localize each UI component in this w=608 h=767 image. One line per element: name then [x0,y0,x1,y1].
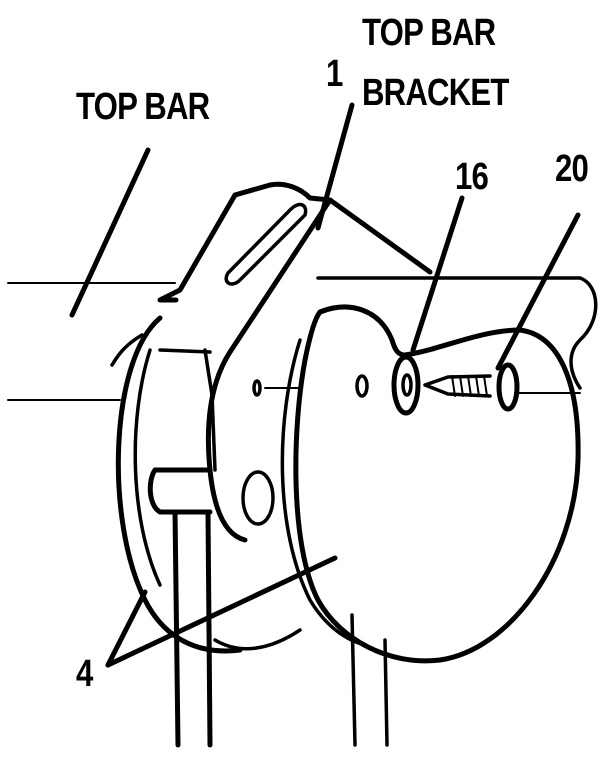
leader-lines [69,102,581,668]
leader-4b [105,555,338,668]
leader-20 [495,212,581,371]
label-callout-1: 1 [326,53,343,95]
screw-20 [423,362,520,412]
axle-pin [147,467,213,515]
leader-top-bar [69,147,151,318]
front-disc [280,304,581,664]
label-top-bar-bracket-line1: TOP BAR [362,12,496,54]
label-top-bar-bracket-line2: BRACKET [362,72,509,114]
leader-4a [105,589,148,668]
top-bar-bracket [157,181,433,543]
legs [172,509,389,748]
label-callout-16: 16 [455,156,489,198]
leader-16 [410,195,465,353]
rear-disc [110,315,243,654]
top-bar-tube [7,276,598,401]
label-callout-20: 20 [555,148,589,190]
label-callout-4: 4 [76,653,93,695]
washer-16 [391,354,421,416]
leader-1 [315,102,355,231]
label-top-bar: TOP BAR [76,86,210,128]
